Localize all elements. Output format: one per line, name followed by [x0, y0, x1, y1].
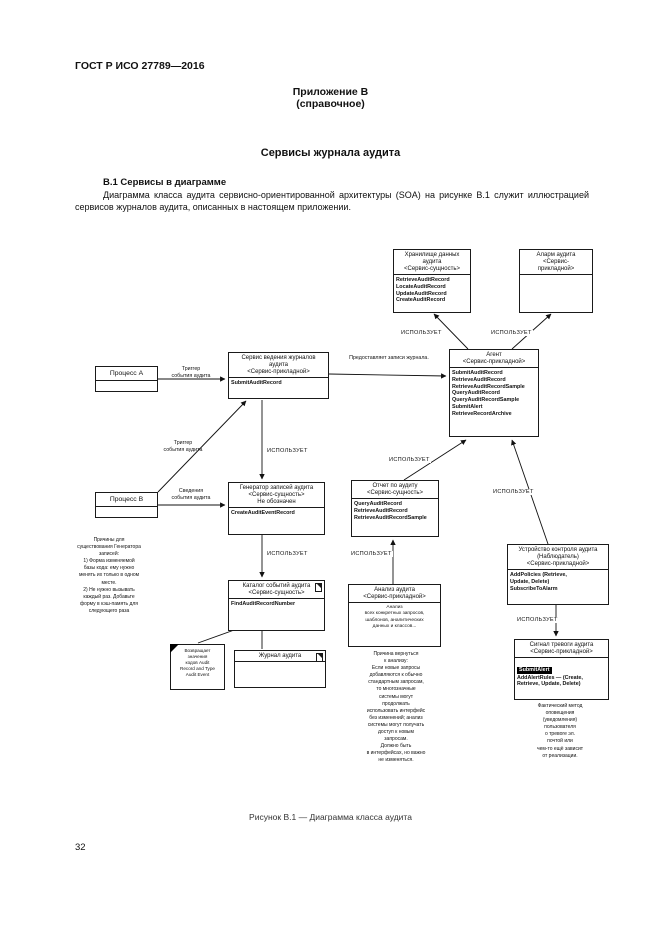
connector-note-callout [197, 628, 238, 644]
class-title: Сигнал тревоги аудита <Сервис-прикладной… [515, 640, 608, 659]
uses-label: ИСПОЛЬЗУЕТ [490, 330, 533, 336]
connector-processB-loggingservice [157, 400, 247, 493]
class-box-audit-log: Журнал аудита [234, 650, 326, 688]
uses-label: ИСПОЛЬЗУЕТ [516, 617, 559, 623]
figure-caption: Рисунок В.1 — Диаграмма класса аудита [249, 812, 412, 822]
class-box-audit-event-catalogue: Каталог событий аудита <Сервис-сущность>… [228, 580, 325, 631]
class-title: Анализ аудита <Сервис-прикладной> [349, 585, 440, 604]
class-title: Аларм аудита <Сервис- прикладной> [520, 250, 592, 276]
class-box-process-a: Процесс А [95, 366, 158, 392]
class-box-agent: Агент <Сервис-прикладной> SubmitAuditRec… [449, 349, 539, 437]
class-methods: SubmitAuditRecord [231, 380, 282, 387]
class-box-audit-alert: Сигнал тревоги аудита <Сервис-прикладной… [514, 639, 609, 700]
section-heading: В.1 Сервисы в диаграмме [103, 177, 227, 188]
class-box-audit-report: Отчет по аудиту <Сервис-сущность> QueryA… [351, 480, 439, 537]
uses-label: ИСПОЛЬЗУЕТ [350, 551, 393, 557]
class-box-audit-analysis: Анализ аудита <Сервис-прикладной> Анализ… [348, 584, 441, 647]
highlighted-method: SubmitAlert [517, 666, 552, 674]
class-body-text: Анализ всех конкретных запросов, шаблоно… [364, 605, 425, 629]
class-title: Процесс В [96, 493, 157, 508]
class-methods: FindAuditRecordNumber [231, 601, 296, 608]
document-standard-number: ГОСТ Р ИСО 27789—2016 [75, 60, 205, 72]
annex-type: (справочное) [296, 98, 365, 110]
class-methods: SubmitAlert AddAlertRules — (Create, Ret… [515, 658, 608, 697]
class-box-audit-alarm: Аларм аудита <Сервис- прикладной> [519, 249, 593, 313]
body-paragraph: Диаграмма класса аудита сервисно-ориенти… [75, 190, 589, 212]
class-methods: RetrieveAuditRecord LocateAuditRecord Up… [396, 277, 450, 304]
uses-label: ИСПОЛЬЗУЕТ [266, 448, 309, 454]
annex-label: Приложение В [292, 86, 369, 98]
class-title: Устройство контроля аудита (Наблюдатель)… [508, 545, 608, 571]
class-box-audit-record-repository: Хранилище данных аудита <Сервис-сущность… [393, 249, 471, 313]
class-methods: CreateAuditEventRecord [231, 510, 295, 517]
edge-label-trigger-a: Триггер события аудита [171, 366, 211, 379]
connector-loggingservice-agent [328, 373, 447, 379]
edge-label-provides-records: Предоставляет записи журнала. [349, 355, 429, 361]
connector-report-agent [403, 439, 467, 481]
class-title: Агент <Сервис-прикладной> [450, 350, 538, 369]
uses-label: ИСПОЛЬЗУЕТ [492, 489, 535, 495]
page-number: 32 [75, 842, 86, 853]
class-title: Генератор записей аудита <Сервис-сущност… [229, 483, 324, 509]
document-icon [316, 653, 323, 662]
class-methods: QueryAuditRecord RetrieveAuditRecord Ret… [354, 501, 427, 521]
class-box-audit-logging-service: Сервис ведения журналов аудита <Сервис-п… [228, 352, 329, 399]
connector-agent-repository [433, 313, 469, 350]
class-title: Журнал аудита [235, 651, 325, 663]
class-box-audit-record-generator: Генератор записей аудита <Сервис-сущност… [228, 482, 325, 535]
note-generator-reasons: Причины для существования Генератора зап… [77, 537, 141, 614]
uses-label: ИСПОЛЬЗУЕТ [400, 330, 443, 336]
class-methods-rest: AddAlertRules — (Create, Retrieve, Updat… [517, 674, 583, 688]
note-alert-delivery: Фактический метод оповещения (уведомлени… [536, 703, 584, 759]
edge-label-trigger-b: Триггер события аудита [163, 440, 203, 453]
note-analysis-reason: Причина вернуться к анализу: Если новые … [366, 651, 426, 764]
class-title: Каталог событий аудита <Сервис-сущность> [229, 581, 324, 600]
class-box-process-b: Процесс В [95, 492, 158, 518]
class-methods: SubmitAuditRecord RetrieveAuditRecord Re… [452, 370, 525, 417]
edge-label-event-info: Сведения события аудита [171, 488, 211, 501]
class-title: Сервис ведения журналов аудита <Сервис-п… [229, 353, 328, 379]
uses-label: ИСПОЛЬЗУЕТ [266, 551, 309, 557]
note-catalogue-callout: Возвращает значения кодов Audit Record a… [170, 644, 225, 690]
class-title: Отчет по аудиту <Сервис-сущность> [352, 481, 438, 500]
class-title: Процесс А [96, 367, 157, 382]
document-icon [315, 583, 322, 592]
class-title: Хранилище данных аудита <Сервис-сущность… [394, 250, 470, 276]
class-box-audit-monitoring-facility: Устройство контроля аудита (Наблюдатель)… [507, 544, 609, 605]
uses-label: ИСПОЛЬЗУЕТ [388, 457, 431, 463]
page-title: Сервисы журнала аудита [260, 147, 401, 159]
class-methods: AddPolicies (Retrieve, Update, Delete) S… [510, 572, 567, 592]
